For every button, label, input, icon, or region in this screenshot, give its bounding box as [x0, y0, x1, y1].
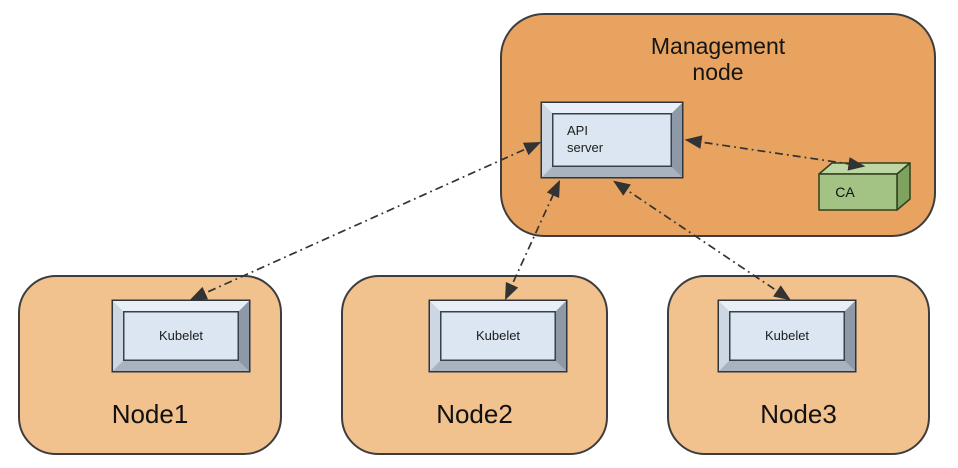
- kubelet-box-node3: Kubelet: [719, 301, 855, 371]
- ca-box-front-face: [818, 173, 898, 211]
- node3-label: Node3: [760, 399, 837, 429]
- ca-label: CA: [835, 184, 855, 200]
- kubelet-box-node2: Kubelet: [430, 301, 566, 371]
- ca-box: CA: [818, 162, 911, 211]
- node2-label: Node2: [436, 399, 513, 429]
- kubelet-box-node1: Kubelet: [113, 301, 249, 371]
- api-server-label: API server: [567, 123, 604, 155]
- management-node-title: Management node: [650, 33, 786, 86]
- kubelet-label-node2: Kubelet: [475, 327, 521, 343]
- kubelet-label-node1: Kubelet: [158, 327, 204, 343]
- ca-box-top-face: [818, 162, 911, 175]
- node1-label: Node1: [111, 399, 189, 429]
- kubelet-label-node3: Kubelet: [764, 327, 810, 343]
- api-server-box: API server: [542, 103, 682, 177]
